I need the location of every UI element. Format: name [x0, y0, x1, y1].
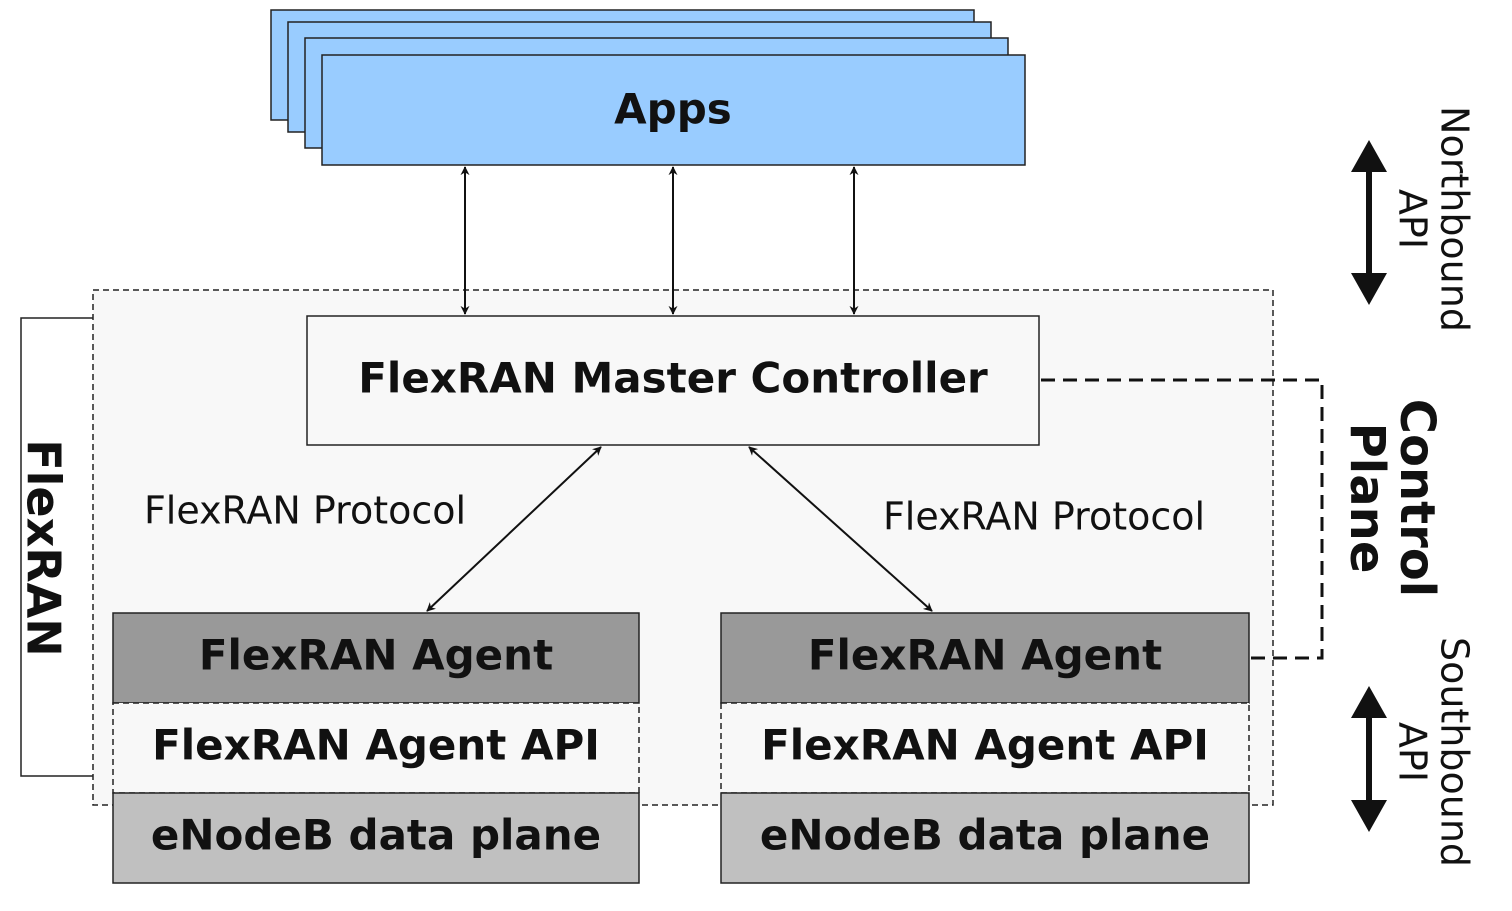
agent-box: [112, 612, 640, 704]
agent-label: FlexRAN Agent: [199, 631, 553, 680]
dataplane-label: eNodeB data plane: [760, 811, 1210, 860]
northbound-line2: API: [1391, 189, 1435, 249]
flexran-bracket-label: FlexRAN: [17, 439, 71, 657]
agent-api-box: [720, 702, 1250, 794]
dataplane-box: [720, 792, 1250, 884]
apps-stack: [270, 9, 1026, 166]
southbound-arrow-up-head: [1351, 686, 1387, 718]
agent-api-label: FlexRAN Agent API: [761, 721, 1209, 770]
northbound-api-indicator: Northbound API: [1351, 106, 1477, 332]
master-controller-box: [306, 315, 1040, 446]
master-controller-label: FlexRAN Master Controller: [358, 354, 988, 403]
agent-api-label: FlexRAN Agent API: [152, 721, 600, 770]
agent-label: FlexRAN Agent: [808, 631, 1162, 680]
protocol-arrow-right: [748, 446, 933, 612]
dataplane-box: [112, 792, 640, 884]
northbound-arrow-down-head: [1351, 273, 1387, 305]
northbound-line1: Northbound: [1433, 106, 1477, 332]
control-plane-label: Control Plane: [1339, 399, 1445, 597]
southbound-arrow-down-head: [1351, 800, 1387, 832]
control-plane-line1: Control: [1389, 399, 1445, 597]
southbound-api-indicator: Southbound API: [1351, 637, 1477, 867]
agent-stack-right: FlexRAN Agent FlexRAN Agent API eNodeB d…: [720, 612, 1250, 884]
protocol-label-left: FlexRAN Protocol: [144, 489, 466, 533]
agent-box: [720, 612, 1250, 704]
control-plane-connector: [1041, 378, 1324, 660]
flexran-bracket: [20, 317, 93, 777]
northbound-arrow-up-head: [1351, 140, 1387, 172]
southbound-line2: API: [1391, 722, 1435, 782]
protocol-label-right: FlexRAN Protocol: [883, 495, 1205, 539]
dataplane-label: eNodeB data plane: [151, 811, 601, 860]
agent-stack-left: FlexRAN Agent FlexRAN Agent API eNodeB d…: [112, 612, 640, 884]
agent-api-box: [112, 702, 640, 794]
protocol-arrow-left: [426, 446, 602, 612]
apps-box: [321, 54, 1026, 166]
southbound-line1: Southbound: [1433, 637, 1477, 867]
control-plane-line2: Plane: [1339, 423, 1395, 574]
apps-label: Apps: [614, 85, 732, 134]
